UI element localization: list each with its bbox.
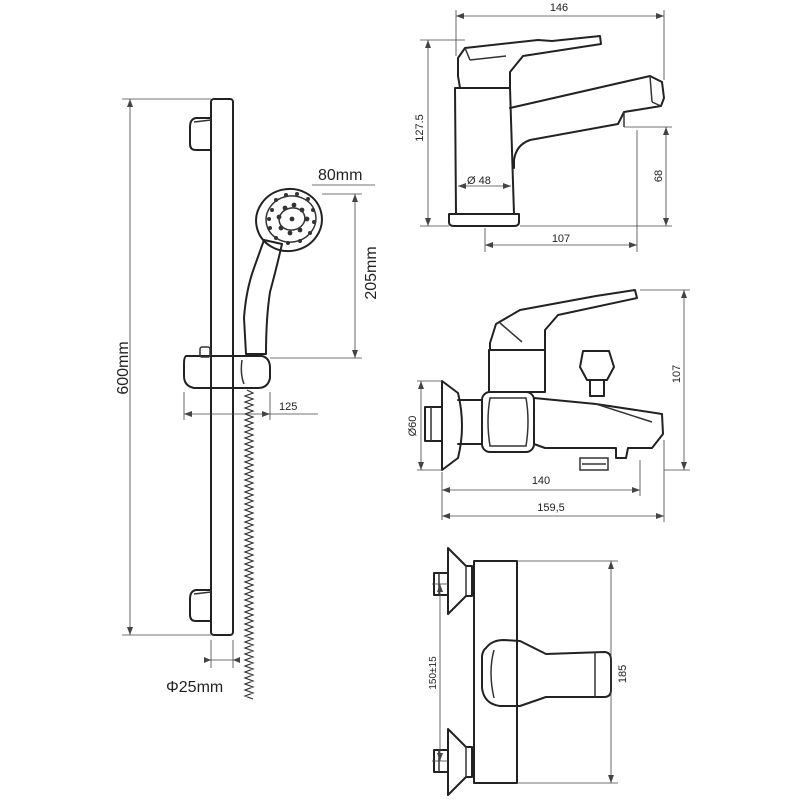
dimension-head-diameter: 80mm xyxy=(312,167,375,186)
dimension-rail-diameter: Φ25mm xyxy=(166,640,240,696)
handle-length-label: 205mm xyxy=(363,246,380,299)
bracket-offset-label: 125 xyxy=(279,401,297,413)
slide-rail xyxy=(210,98,234,636)
shower-rail-set: 600mm 80mm 205mm 125 xyxy=(115,98,380,700)
rail-diameter-label: Φ25mm xyxy=(166,679,223,696)
front-centers-label: 150±15 xyxy=(428,656,439,690)
bath-spout-length-label: 140 xyxy=(532,475,550,487)
bath-mixer-front-lever xyxy=(481,639,612,707)
bath-mixer-front-body xyxy=(473,560,518,784)
wall-flange xyxy=(441,380,463,471)
hose-outlet xyxy=(579,457,609,471)
bath-mixer-spout xyxy=(533,397,664,459)
basin-base-diameter-label: Ø 48 xyxy=(467,175,491,187)
basin-mixer: 146 127.5 Ø 48 68 107 xyxy=(414,2,672,252)
dimension-bracket-offset: 125 xyxy=(183,392,318,420)
bottom-inlet-flange xyxy=(447,728,473,796)
bath-mixer-side: Ø60 107 140 159,5 xyxy=(407,289,690,522)
dimension-rail-height: 600mm xyxy=(115,98,211,636)
front-width-label: 185 xyxy=(617,665,629,683)
basin-mixer-base xyxy=(448,213,520,227)
rail-height-label: 600mm xyxy=(115,341,132,394)
bath-mixer-front: 150±15 185 xyxy=(428,547,629,796)
basin-height-label: 127.5 xyxy=(414,114,426,142)
head-diameter-label: 80mm xyxy=(318,167,362,184)
flange-diameter-label: Ø60 xyxy=(407,416,419,437)
wall-nut xyxy=(424,406,443,442)
basin-spout-height-label: 68 xyxy=(653,170,665,182)
hand-shower xyxy=(243,187,323,355)
shower-head xyxy=(255,187,323,253)
basin-mixer-body xyxy=(454,87,515,215)
basin-width-label: 146 xyxy=(550,2,568,14)
dimension-handle-length: 205mm xyxy=(270,193,380,359)
bath-mixer-cartridge xyxy=(488,349,546,393)
diverter-knob xyxy=(579,350,615,381)
slider-holder xyxy=(183,355,271,389)
rail-bottom-bracket xyxy=(189,589,212,622)
basin-spout-reach-label: 107 xyxy=(552,233,570,245)
rail-top-bracket xyxy=(189,117,212,151)
bath-height-label: 107 xyxy=(671,365,683,383)
shower-hose xyxy=(243,389,255,700)
basin-mixer-spout xyxy=(509,75,665,169)
basin-mixer-lever xyxy=(457,35,602,89)
top-inlet-flange xyxy=(447,547,473,615)
bath-mixer-lever xyxy=(489,289,638,351)
bath-total-depth-label: 159,5 xyxy=(537,502,565,514)
